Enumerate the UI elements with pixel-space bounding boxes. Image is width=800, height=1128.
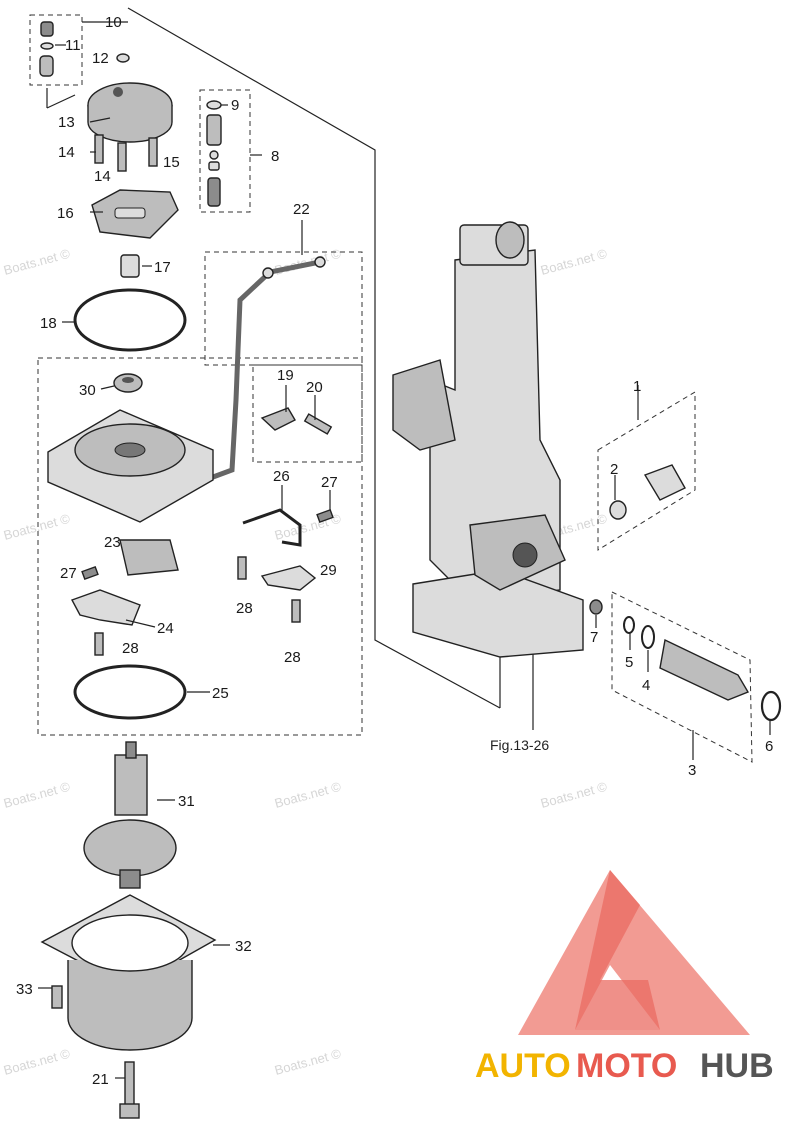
brand-text-moto: MOTO: [576, 1047, 677, 1085]
part-27-spring: [316, 508, 334, 524]
part-11-oring: [40, 42, 54, 50]
callout-label: 23: [104, 534, 121, 551]
callout-label: 2: [610, 461, 618, 478]
watermark: Boats.net ©: [273, 1046, 343, 1078]
part-1-plug: [643, 464, 686, 501]
part-14-bolt: [94, 134, 104, 164]
callout-label: 17: [154, 259, 171, 276]
leaders: [38, 44, 771, 1079]
callout-label: 15: [163, 154, 180, 171]
part-27-spring: [81, 565, 99, 581]
watermark: Boats.net ©: [273, 779, 343, 811]
callout-label: 7: [590, 629, 598, 646]
callout-labels: 1 2 3 4 5 6 7 8 9 10 11 12 13 14 14 15 1…: [16, 14, 773, 1088]
callout-label: 18: [40, 315, 57, 332]
group-boxes: [29, 14, 753, 763]
part-22-cable: [204, 259, 321, 483]
brand-logo-mark: [518, 870, 750, 1035]
group-box-19: [252, 364, 363, 463]
part-18-oring: [73, 288, 187, 352]
callout-label: 14: [58, 144, 75, 161]
part-pump-block: [392, 359, 456, 451]
part-17-filter: [120, 254, 140, 278]
part-15-bolt: [148, 137, 158, 167]
callout-label: 30: [79, 382, 96, 399]
part-21-bolt: [124, 1061, 135, 1111]
part-7-ring: [589, 599, 603, 615]
callout-label: 21: [92, 1071, 109, 1088]
callout-label: 28: [284, 649, 301, 666]
callout-label: 13: [58, 114, 75, 131]
callout-label: 14: [94, 168, 111, 185]
part-9-oring: [206, 100, 222, 110]
callout-label: 16: [57, 205, 74, 222]
callout-label: 8: [271, 148, 279, 165]
brand-text-hub: HUB: [700, 1047, 774, 1085]
part-10-valve: [39, 55, 54, 77]
watermark: Boats.net ©: [273, 246, 343, 278]
callout-label: 33: [16, 981, 33, 998]
callout-label: 4: [642, 677, 650, 694]
callout-label: 31: [178, 793, 195, 810]
part-8-valve: [206, 114, 222, 146]
callout-label: 5: [625, 654, 633, 671]
figure-reference: Fig.13-26: [490, 737, 549, 753]
part-5-oring: [623, 616, 635, 634]
brand-logo: AUTO MOTO HUB: [475, 870, 774, 1085]
part-3-valve: [659, 638, 750, 701]
callout-label: 11: [65, 37, 81, 54]
callout-label: 25: [212, 685, 229, 702]
part-4-oring: [641, 625, 655, 649]
callout-label: 6: [765, 738, 773, 755]
callout-label: 10: [105, 14, 122, 31]
callout-label: 20: [306, 379, 323, 396]
watermark: Boats.net ©: [2, 779, 72, 811]
callout-label: 27: [321, 474, 338, 491]
part-28-screw: [291, 599, 301, 623]
part-19-clamp: [260, 407, 296, 431]
watermark: Boats.net ©: [539, 779, 609, 811]
group-box-10: [29, 14, 83, 86]
watermark: Boats.net ©: [539, 246, 609, 278]
callout-label: 22: [293, 201, 310, 218]
part-14-bolt: [117, 142, 127, 172]
callout-label: 3: [688, 762, 696, 779]
callout-label: 19: [277, 367, 294, 384]
part-26-wire: [242, 508, 302, 547]
part-2-oring: [609, 500, 627, 520]
part-6-circlip: [760, 690, 782, 722]
part-28-screw: [94, 632, 104, 656]
part-33-bolt: [51, 985, 63, 1009]
callout-label: 9: [231, 97, 239, 114]
callout-label: 27: [60, 565, 77, 582]
callout-label: 12: [92, 50, 109, 67]
group-box-8: [199, 89, 251, 213]
part-25-oring: [73, 664, 187, 720]
callout-label: 28: [122, 640, 139, 657]
part-31-armature: [114, 754, 148, 816]
callout-label: 26: [273, 468, 290, 485]
part-28-screw: [237, 556, 247, 580]
watermark: Boats.net ©: [2, 511, 72, 543]
part-23-brush: [119, 539, 179, 576]
group-box-3: [611, 591, 753, 763]
callout-label: 32: [235, 938, 252, 955]
parts: [39, 21, 782, 1119]
part-29-plate: [260, 565, 317, 591]
part-24-brush-plate: [71, 589, 141, 626]
watermark: Boats.net ©: [2, 1046, 72, 1078]
callout-label: 24: [157, 620, 174, 637]
callout-label: 1: [633, 378, 641, 395]
part-10-spring: [40, 21, 54, 37]
part-12-oring: [116, 53, 130, 63]
group-box-1: [597, 391, 696, 551]
callout-label: 28: [236, 600, 253, 617]
group-box-motor: [37, 357, 363, 736]
part-20-bolt: [303, 413, 333, 435]
callout-label: 29: [320, 562, 337, 579]
brand-text-auto: AUTO: [475, 1047, 571, 1085]
frame-lines: [46, 7, 534, 730]
watermark: Boats.net ©: [2, 246, 72, 278]
